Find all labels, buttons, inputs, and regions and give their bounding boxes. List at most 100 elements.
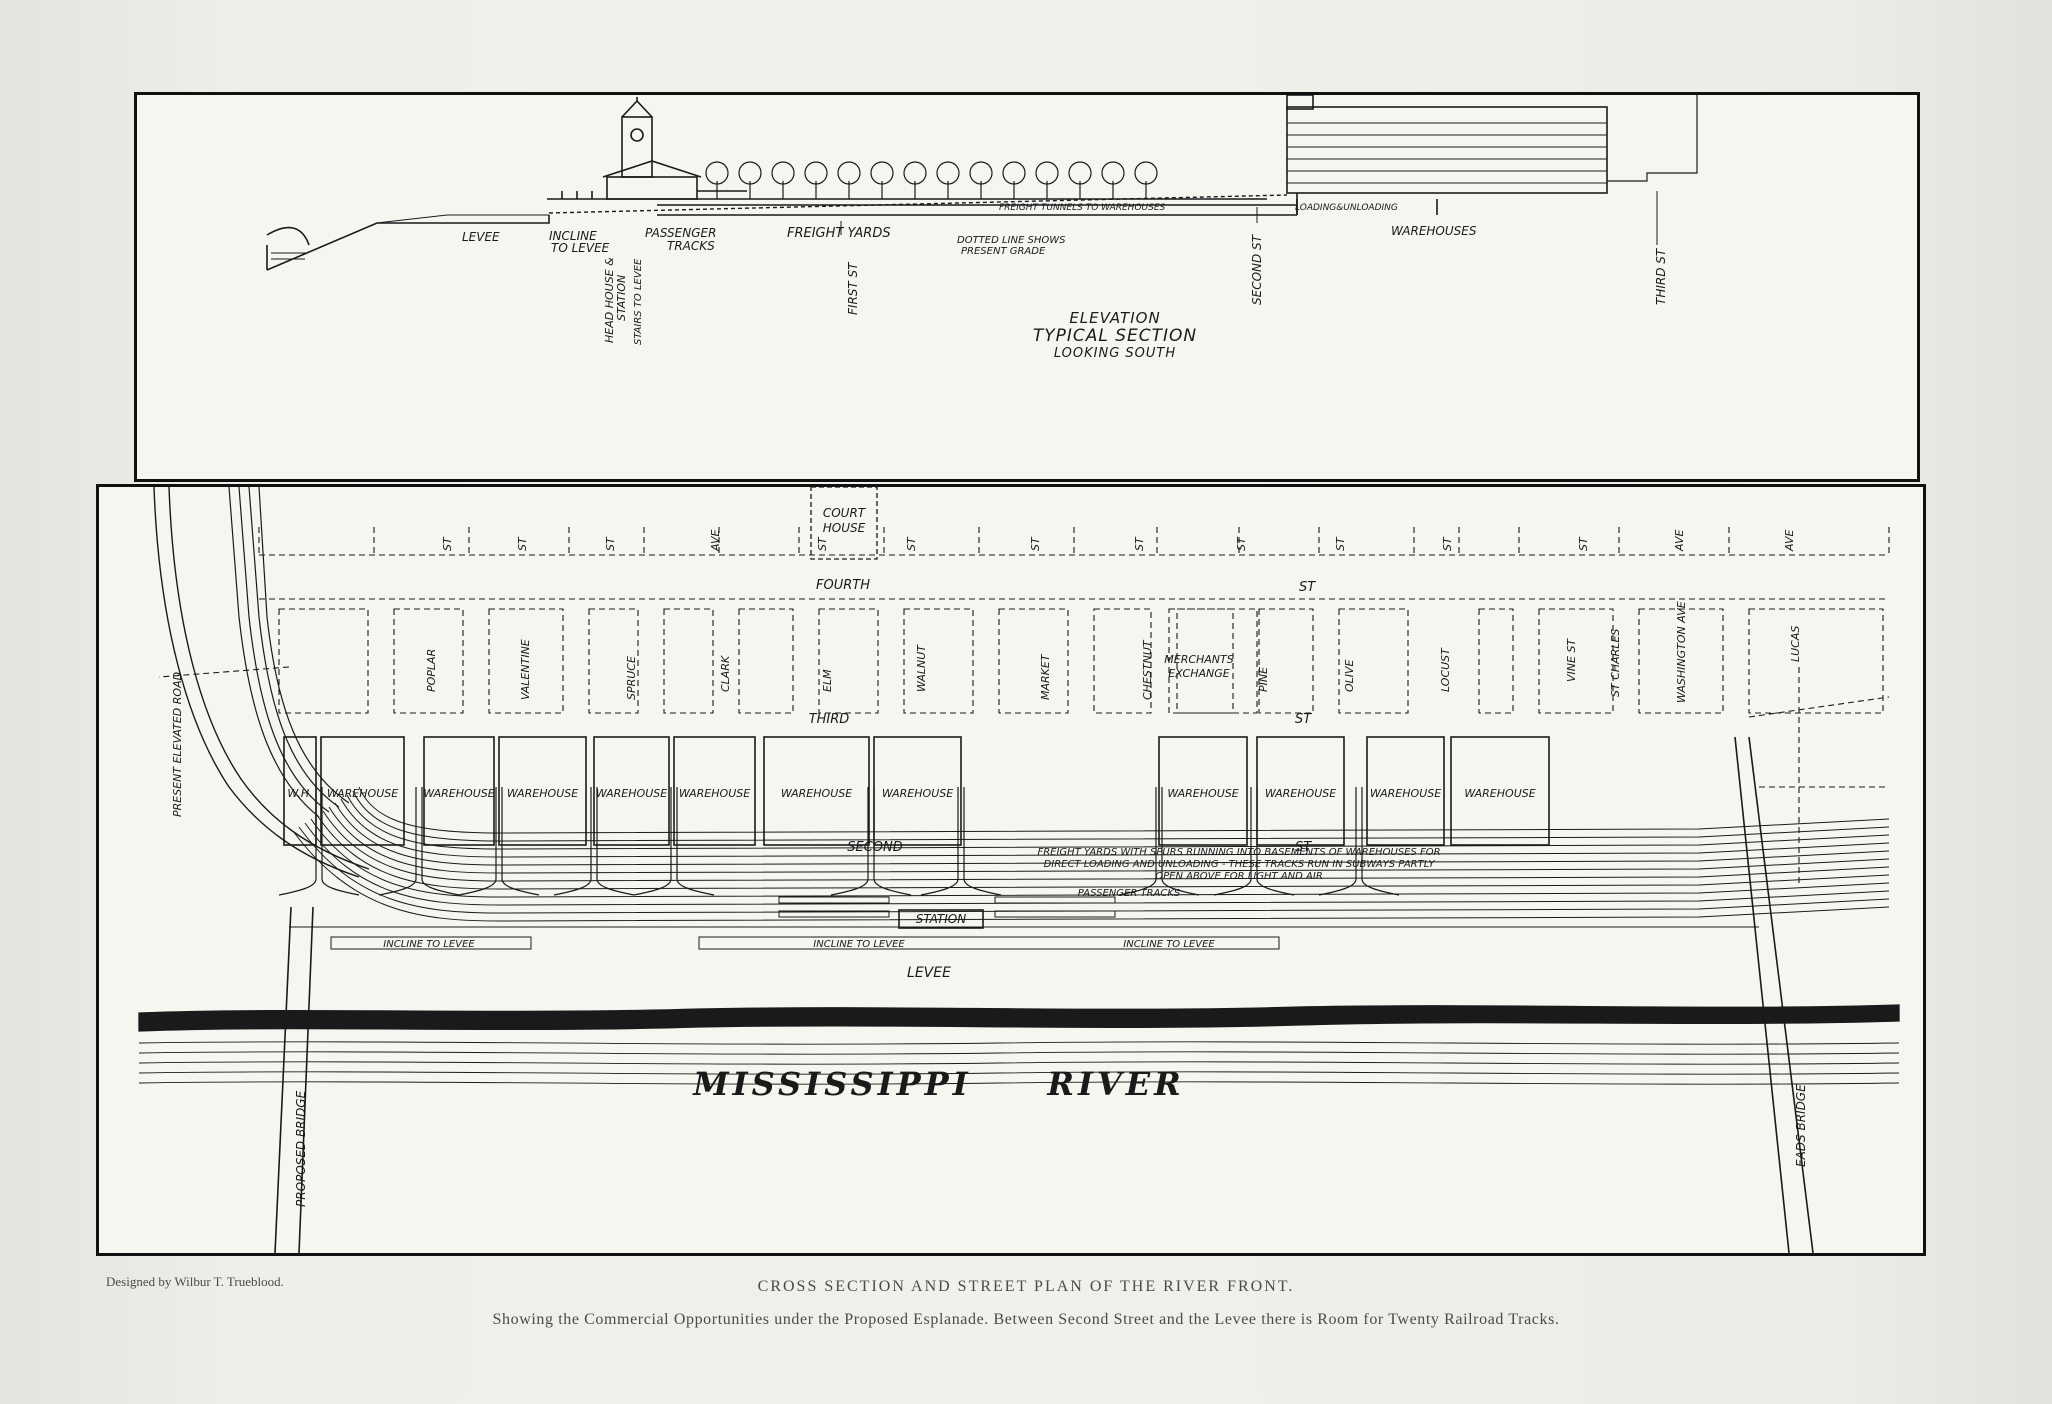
warehouse-block	[498, 736, 587, 846]
street-suffix-label: ST	[441, 536, 454, 551]
figure-subtitle: Showing the Commercial Opportunities und…	[492, 1311, 1560, 1328]
freight-tunnels-label: FREIGHT TUNNELS TO WAREHOUSES	[999, 203, 1166, 213]
track-curve	[248, 487, 340, 808]
cross-street-label: VALENTINE	[519, 639, 532, 700]
yard-track-line	[334, 802, 1890, 866]
east-street-edge	[1748, 696, 1890, 718]
spur-track	[278, 787, 317, 896]
city-block	[393, 608, 464, 714]
station-tower	[621, 116, 653, 178]
spur-track	[633, 787, 672, 896]
city-block	[278, 608, 369, 714]
river-waves	[138, 1041, 1900, 1085]
tree-icon	[705, 161, 729, 185]
city-block	[738, 608, 794, 714]
spur-track	[596, 787, 635, 896]
street-suffix-label: ST	[816, 536, 829, 551]
spur-track	[963, 787, 1002, 896]
stairs-label: STAIRS TO LEVEE	[633, 258, 644, 345]
tree-icon	[771, 161, 795, 185]
merchants-line-1: MERCHANTS	[1164, 653, 1234, 666]
city-block	[1258, 608, 1314, 714]
tower-roof	[621, 99, 653, 118]
cross-street-label: POPLAR	[425, 649, 438, 692]
warehouse-label: WAREHOUSE	[423, 787, 494, 800]
track-curve	[258, 487, 350, 804]
city-block	[588, 608, 639, 714]
spur-track	[920, 787, 959, 896]
third-street-grade	[1607, 95, 1698, 182]
cross-street-label: LOCUST	[1439, 647, 1452, 692]
cross-street-label: WALNUT	[915, 644, 928, 692]
tree-icon	[738, 161, 762, 185]
street-suffix-label: AVE	[1673, 529, 1686, 552]
river-shoreline	[138, 1004, 1900, 1032]
tree-icon	[903, 161, 927, 185]
levee-label: LEVEE	[462, 230, 500, 244]
cross-street-label: LUCAS	[1789, 626, 1802, 662]
court-line-1: COURT	[823, 506, 867, 520]
cross-street-label: VINE ST	[1565, 638, 1578, 682]
warehouse-tower	[1286, 95, 1314, 110]
cross-street-label: WASHINGTON AVE	[1675, 601, 1688, 703]
elevation-title-3: LOOKING SOUTH	[1054, 346, 1176, 361]
warehouse-label: WAREHOUSE	[1464, 787, 1535, 800]
third-st-label: ST	[1295, 712, 1312, 727]
street-suffix-label: ST	[1334, 536, 1347, 551]
freight-note-3: OPEN ABOVE FOR LIGHT AND AIR	[1155, 871, 1323, 882]
court-house-block	[810, 487, 878, 560]
warehouse-blocks	[283, 736, 1550, 846]
cross-street-label: CLARK	[719, 655, 732, 692]
tree-icon	[936, 161, 960, 185]
street-suffix-label: ST	[905, 536, 918, 551]
second-st-label: SECOND ST	[1250, 233, 1264, 305]
proposed-bridge-label: PROPOSED BRIDGE	[294, 1090, 308, 1207]
incline-line	[376, 214, 549, 224]
station-building	[606, 176, 698, 200]
levee-slope	[266, 215, 550, 271]
cross-street-label: OLIVE	[1343, 659, 1356, 692]
incline-label-3: INCLINE TO LEVEE	[1123, 939, 1215, 950]
freight-yards-label: FREIGHT YARDS	[787, 226, 891, 241]
cross-street-label: SPRUCE	[625, 656, 638, 700]
yard-track-line	[358, 786, 1890, 834]
tree-icon	[1068, 161, 1092, 185]
first-st-label: FIRST ST	[846, 261, 860, 315]
spur-track	[321, 787, 360, 896]
present-elevated-road-line	[168, 487, 370, 870]
tree-icon	[804, 161, 828, 185]
third-st-label: THIRD ST	[1654, 247, 1668, 305]
warehouse-label: WAREHOUSE	[327, 787, 398, 800]
spur-track	[458, 787, 497, 896]
spur-track	[501, 787, 540, 896]
head-house-line-2: STATION	[615, 275, 628, 321]
warehouse-block	[593, 736, 670, 846]
tree-icon	[1002, 161, 1026, 185]
warehouse-block	[1158, 736, 1248, 846]
spur-track	[676, 787, 715, 896]
dotted-line-2: PRESENT GRADE	[961, 246, 1046, 257]
warehouse-label: WAREHOUSE	[507, 787, 578, 800]
tree-icon	[1035, 161, 1059, 185]
second-st-label: ST	[1295, 840, 1312, 855]
station-label: STATION	[916, 912, 966, 926]
warehouse-label: WAREHOUSE	[1370, 787, 1441, 800]
street-suffix-label: AVE	[1783, 529, 1796, 552]
eads-bridge-label: EADS BRIDGE	[1794, 1084, 1808, 1167]
warehouse-block	[673, 736, 756, 846]
incline-label-2: INCLINE TO LEVEE	[813, 939, 905, 950]
street-suffix-label: ST	[1441, 536, 1454, 551]
spur-track	[1256, 787, 1295, 896]
cross-street-label: ST CHARLES	[1609, 629, 1622, 697]
warehouse-block	[1366, 736, 1445, 846]
passenger-line-2: TRACKS	[667, 239, 715, 253]
spur-track	[553, 787, 592, 896]
cross-street-label: ELM	[821, 669, 834, 692]
designer-credit: Designed by Wilbur T. Trueblood.	[106, 1274, 284, 1289]
eads-bridge-line	[1748, 736, 1814, 1253]
spur-track	[1318, 787, 1357, 896]
cross-street-label: MARKET	[1039, 653, 1052, 700]
